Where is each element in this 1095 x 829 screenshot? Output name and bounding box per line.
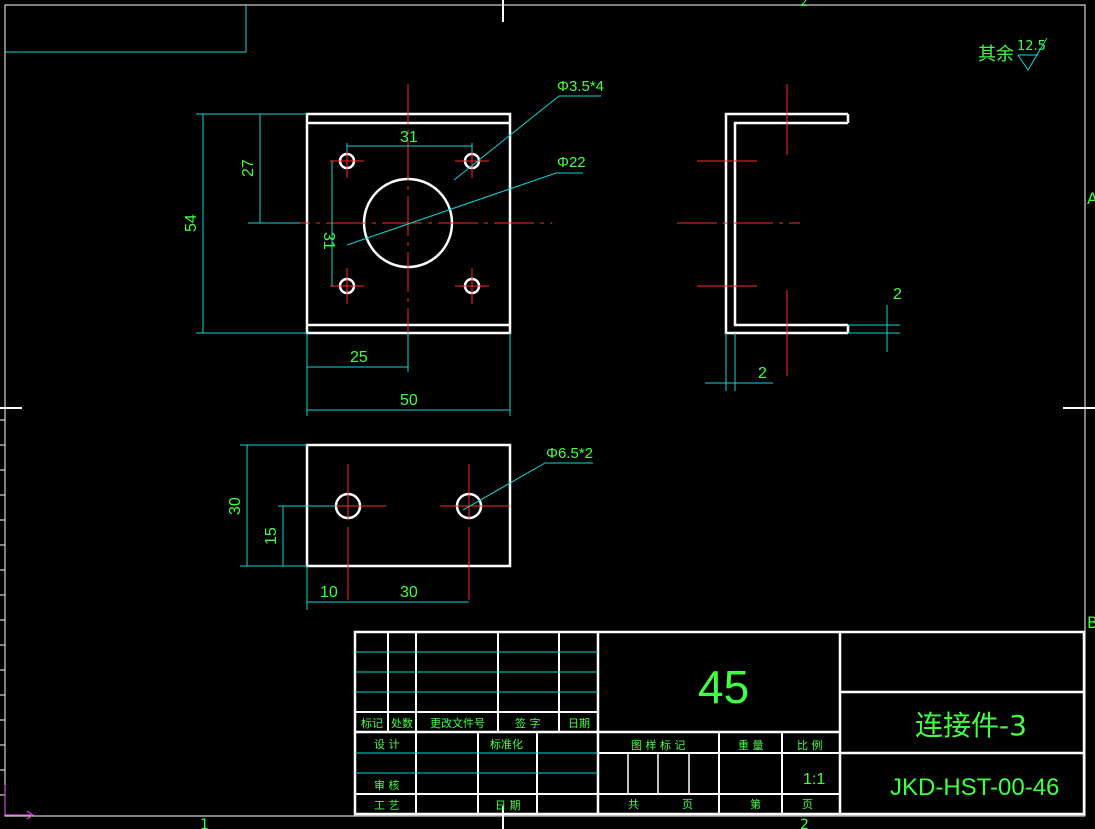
zone-mark-bottom-1: 1 xyxy=(200,817,209,829)
zone-mark-right-b: B xyxy=(1087,613,1095,632)
label-page: 页 xyxy=(682,798,693,811)
label-process: 工 艺 xyxy=(374,799,400,812)
part-name: 连接件-3 xyxy=(915,709,1027,742)
label-standardize: 标准化 xyxy=(490,737,523,751)
scale-value: 1:1 xyxy=(803,771,825,788)
zone-mark-top-2: 2 xyxy=(800,0,808,9)
dim-bottom-half-height: 15 xyxy=(263,527,280,545)
info-grid: 图 样 标 记 重 量 比 例 1:1 共 页 第 页 xyxy=(598,732,840,814)
ucs-icon xyxy=(4,785,35,820)
dim-half-width: 25 xyxy=(350,349,368,366)
label-design: 设 计 xyxy=(374,738,400,751)
label-change-doc: 更改文件号 xyxy=(430,716,485,730)
zone-mark-right-a: A xyxy=(1087,189,1095,208)
label-mark: 标记 xyxy=(361,716,383,730)
title-block: 标记 处数 更改文件号 签 字 日期 设 计 标准化 审 核 工 艺 日 期 4… xyxy=(353,630,1086,816)
approval-grid: 设 计 标准化 审 核 工 艺 日 期 xyxy=(355,732,598,814)
callout-center-hole: Φ22 xyxy=(557,154,586,171)
dim-thickness-flange: 2 xyxy=(893,286,902,303)
roughness-prefix: 其余 xyxy=(978,44,1014,65)
revision-grid: 标记 处数 更改文件号 签 字 日期 xyxy=(355,632,840,814)
dim-bottom-hole-spacing: 30 xyxy=(400,584,418,601)
dim-half-height: 27 xyxy=(240,159,257,177)
dim-hole-spacing-v: 31 xyxy=(320,232,337,250)
roughness-value: 12.5 xyxy=(1017,39,1046,54)
roughness-symbol: 其余 12.5 xyxy=(978,37,1048,71)
dim-bottom-height: 30 xyxy=(227,497,244,515)
zone-mark-bottom-2: 2 xyxy=(800,817,809,829)
dim-width: 50 xyxy=(400,392,418,409)
label-date-2: 日 期 xyxy=(495,799,521,812)
label-sample-mark: 图 样 标 记 xyxy=(631,738,686,752)
label-count: 处数 xyxy=(391,717,413,730)
dim-bottom-edge-offset: 10 xyxy=(320,584,338,601)
dim-thickness-web: 2 xyxy=(758,365,767,382)
label-sheet: 第 xyxy=(750,797,761,811)
dim-hole-spacing-h: 31 xyxy=(400,129,418,146)
label-date: 日期 xyxy=(568,717,590,730)
drawing-number: JKD-HST-00-46 xyxy=(890,774,1059,801)
side-view: 2 2 xyxy=(677,84,902,391)
material-value: 45 xyxy=(698,661,749,713)
label-page-2: 页 xyxy=(802,798,813,811)
callout-bottom-holes: Φ6.5*2 xyxy=(546,445,593,462)
callout-small-holes: Φ3.5*4 xyxy=(557,78,604,95)
dim-height: 54 xyxy=(183,214,200,232)
label-weight: 重 量 xyxy=(738,738,764,752)
bottom-view: 30 15 10 30 Φ6.5*2 xyxy=(227,443,593,610)
front-view: 31 31 27 54 25 50 Φ3.5*4 Φ22 xyxy=(183,78,604,416)
label-review: 审 核 xyxy=(374,778,400,792)
label-signature: 签 字 xyxy=(515,716,541,730)
label-ratio: 比 例 xyxy=(797,738,823,752)
label-total: 共 xyxy=(628,798,639,811)
